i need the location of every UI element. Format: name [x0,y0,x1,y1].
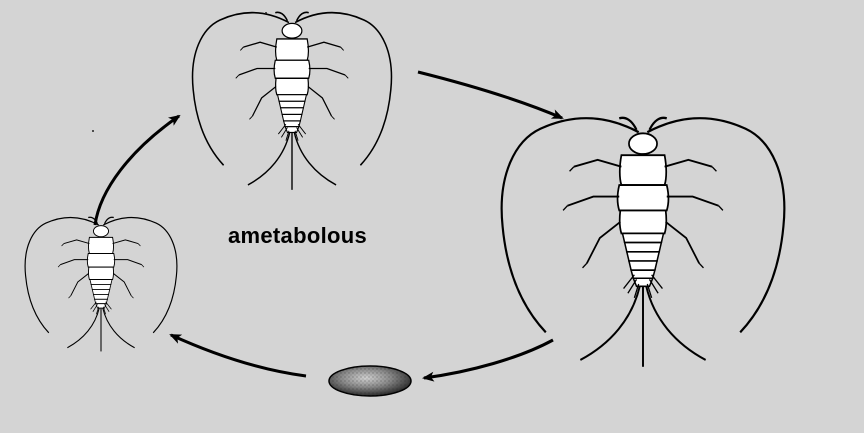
arrow-young-nymph-to-older-nymph [95,116,179,225]
egg-illustration [329,366,411,396]
young-nymph-illustration [25,217,177,351]
arrow-adult-to-egg [424,340,553,378]
arrow-egg-to-young-nymph [171,335,306,376]
frame-edge-bottom [0,433,867,441]
older-nymph-illustration [193,12,392,190]
adult-silverfish-illustration [502,118,785,367]
diagram-title-label: ametabolous [228,223,367,249]
arrow-older-nymph-to-adult [418,72,562,118]
